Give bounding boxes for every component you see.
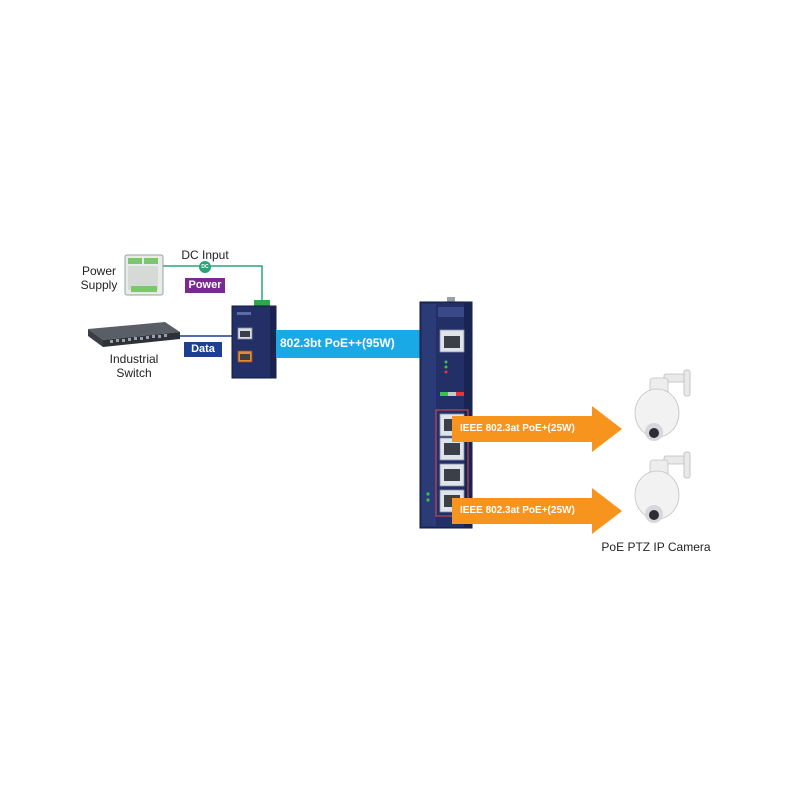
dc-power-line xyxy=(163,265,263,300)
ptz-camera-icon xyxy=(634,369,691,441)
data-tag: Data xyxy=(184,342,222,357)
poe-extender-icon xyxy=(419,297,473,529)
camera-caption: PoE PTZ IP Camera xyxy=(601,540,711,554)
dc-badge-text: DC xyxy=(201,264,209,270)
industrial-switch-label-line1: Industrial xyxy=(109,352,159,366)
poe-injector-icon xyxy=(231,300,277,379)
port2-arrow-label: IEEE 802.3at PoE+(25W) xyxy=(460,505,575,516)
ptz-camera-icon xyxy=(634,451,691,523)
din-rail-power-supply-icon xyxy=(124,254,164,296)
port1-arrow-label: IEEE 802.3at PoE+(25W) xyxy=(460,423,575,434)
port1-poe-arrow xyxy=(452,406,622,452)
uplink-arrow-label: 802.3bt PoE++(95W) xyxy=(280,336,395,350)
power-supply-label-line2: Supply xyxy=(80,278,118,292)
uplink-poe-arrow xyxy=(276,322,452,366)
industrial-switch-label: Industrial Switch xyxy=(94,352,174,380)
dc-input-badge xyxy=(199,261,211,273)
power-supply-label: Power Supply xyxy=(66,264,132,292)
port2-poe-arrow xyxy=(452,488,622,534)
industrial-switch-label-line2: Switch xyxy=(116,366,152,380)
power-tag: Power xyxy=(185,278,225,293)
dc-input-label: DC Input xyxy=(181,248,229,262)
industrial-switch-icon xyxy=(88,322,180,347)
power-supply-label-line1: Power xyxy=(81,264,116,278)
